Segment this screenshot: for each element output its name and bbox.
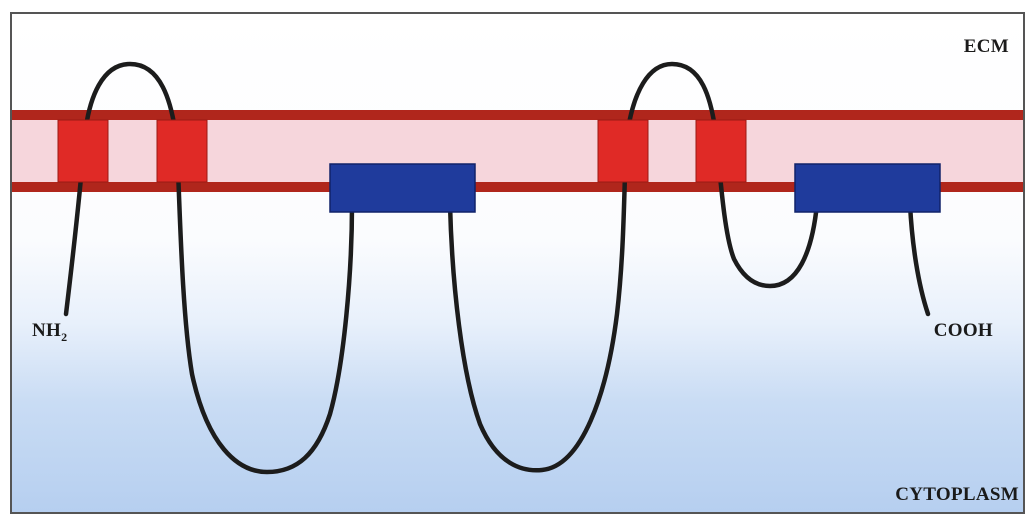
transmembrane-domain-2 <box>157 120 207 182</box>
transmembrane-domain-1 <box>58 120 108 182</box>
cytoplasm-label: CYTOPLASM <box>895 484 1019 506</box>
c-terminus-label: COOH <box>934 320 993 342</box>
transmembrane-domain-3 <box>598 120 648 182</box>
membrane-topology-diagram <box>12 14 1025 514</box>
intracellular-domain-2 <box>795 164 940 212</box>
ecm-label: ECM <box>964 36 1009 58</box>
membrane-outer-leaflet <box>12 110 1025 120</box>
transmembrane-domain-4 <box>696 120 746 182</box>
intracellular-domain-1 <box>330 164 475 212</box>
n-terminus-label: NH2 <box>32 320 67 342</box>
polypeptide-chain-c-tail <box>910 204 928 314</box>
diagram-frame: ECM NH2 COOH CYTOPLASM <box>10 12 1025 514</box>
